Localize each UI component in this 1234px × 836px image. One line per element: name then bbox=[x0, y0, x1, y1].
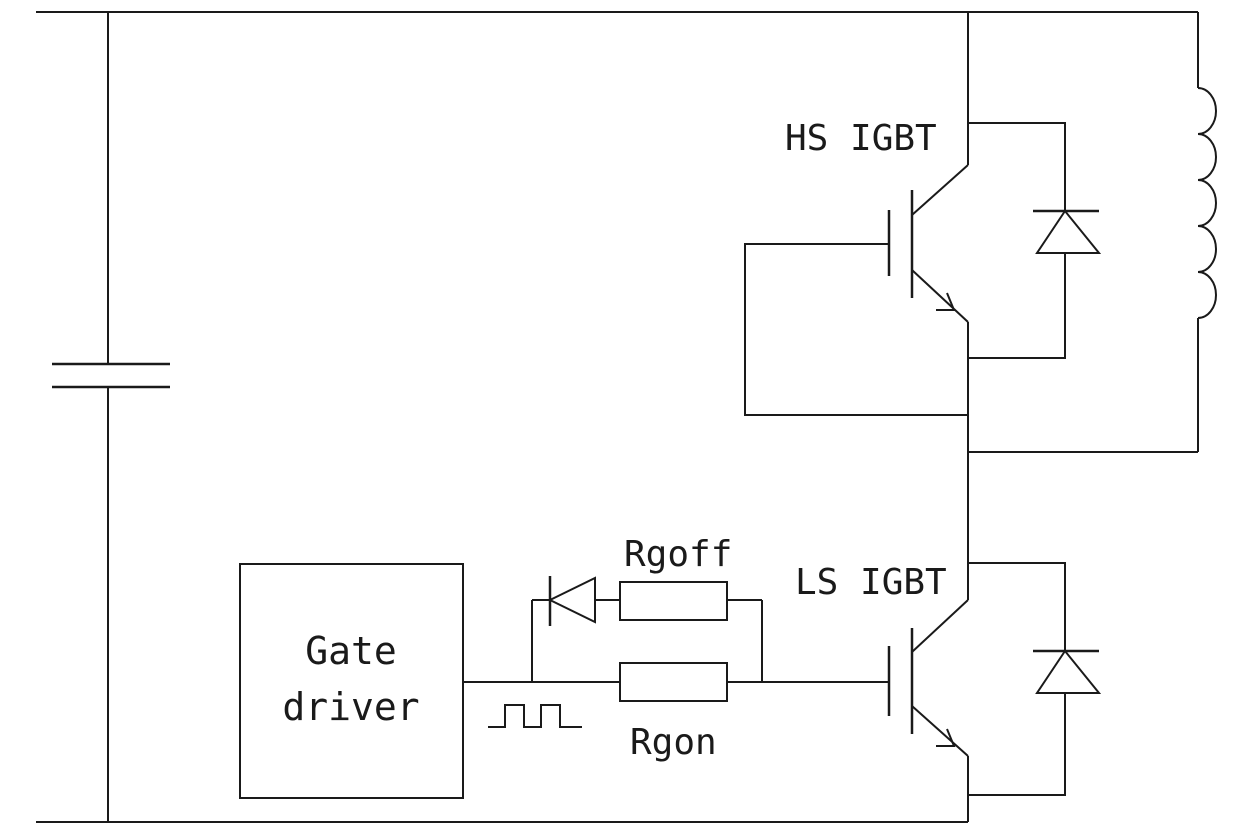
hs-igbt-label: HS IGBT bbox=[785, 118, 937, 159]
dc-link-capacitor bbox=[52, 362, 170, 389]
ls-igbt bbox=[887, 452, 969, 822]
gate-driver-block bbox=[239, 563, 464, 799]
rgon-label: Rgon bbox=[630, 722, 717, 763]
gate-driver-label-line1: Gate bbox=[305, 629, 397, 673]
rgon-resistor bbox=[619, 662, 728, 702]
rgoff-resistor bbox=[619, 581, 728, 621]
rgoff-diode bbox=[547, 576, 596, 626]
inductor-load bbox=[968, 12, 1217, 453]
gate-drive-network bbox=[463, 599, 889, 683]
hs-igbt bbox=[744, 12, 969, 452]
ls-freewheel-diode bbox=[968, 562, 1102, 796]
ls-igbt-label: LS IGBT bbox=[795, 562, 947, 603]
dc-bus-wiring bbox=[36, 11, 1198, 823]
rgoff-label: Rgoff bbox=[624, 534, 732, 575]
hs-freewheel-diode bbox=[968, 122, 1102, 359]
pwm-pulse-symbol bbox=[488, 704, 582, 728]
gate-driver-label-line2: driver bbox=[282, 685, 419, 729]
